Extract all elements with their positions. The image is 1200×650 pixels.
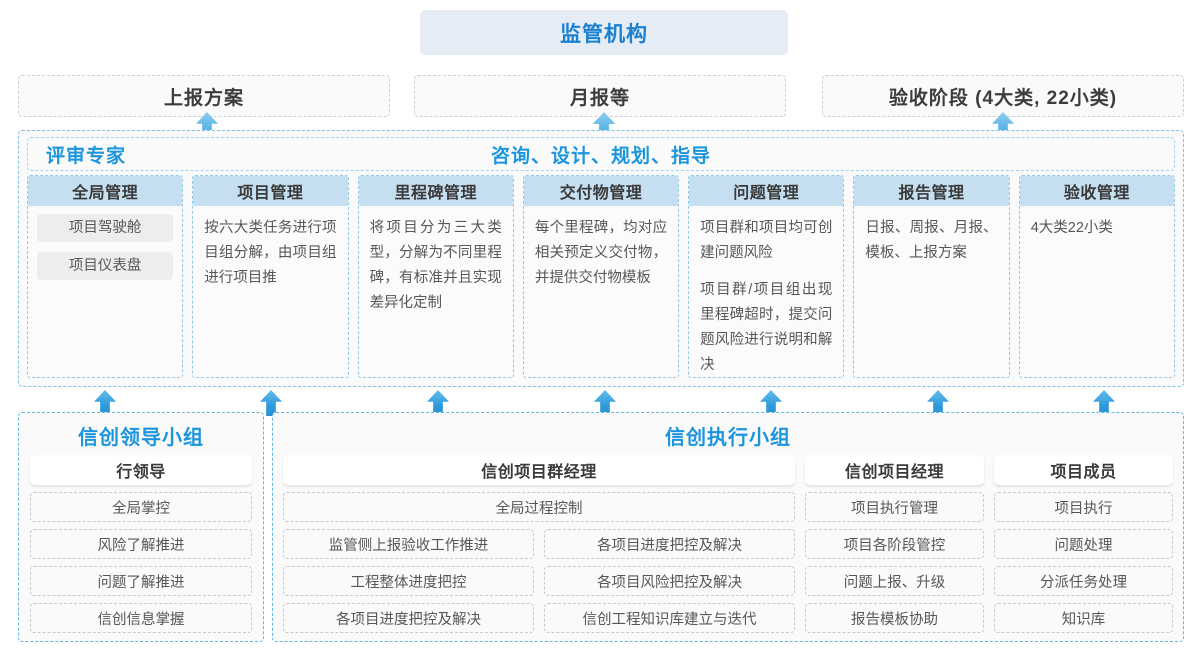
column-paragraph: 日报、周报、月报、模板、上报方案 bbox=[865, 220, 998, 261]
task-item[interactable]: 信创信息掌握 bbox=[30, 603, 252, 633]
exec-group-title: 信创执行小组 bbox=[665, 427, 791, 449]
column-body: 项目群和项目均可创建问题风险 项目群/项目组出现里程碑超时，提交问题风险进行说明… bbox=[689, 206, 843, 377]
role-card-project-member[interactable]: 项目成员 bbox=[994, 455, 1173, 485]
task-item[interactable]: 分派任务处理 bbox=[994, 566, 1173, 596]
leader-group-title: 信创领导小组 bbox=[78, 427, 204, 449]
task-item[interactable]: 风险了解推进 bbox=[30, 529, 252, 559]
arrow-up-to-deliverable-management bbox=[594, 390, 616, 416]
column-body: 按六大类任务进行项目组分解，由项目组进行项目推 bbox=[193, 206, 347, 377]
role-card-program-manager[interactable]: 信创项目群经理 bbox=[283, 455, 795, 485]
exec-group: 信创执行小组 信创项目群经理 全局过程控制 监管侧上报验收工作推进 工程整体进度… bbox=[272, 412, 1184, 642]
exec-group-body: 信创项目群经理 全局过程控制 监管侧上报验收工作推进 工程整体进度把控 各项目进… bbox=[283, 455, 1173, 633]
column-body: 项目驾驶舱 项目仪表盘 bbox=[28, 206, 182, 377]
report-label-monthly: 月报等 bbox=[569, 87, 630, 109]
leader-group-body: 行领导 全局掌控 风险了解推进 问题了解推进 信创信息掌握 bbox=[30, 455, 252, 633]
program-manager-column: 信创项目群经理 全局过程控制 监管侧上报验收工作推进 工程整体进度把控 各项目进… bbox=[283, 455, 795, 633]
column-title: 验收管理 bbox=[1019, 176, 1174, 206]
arrow-up-to-global-management bbox=[94, 390, 116, 416]
task-item[interactable]: 项目执行 bbox=[994, 492, 1173, 522]
column-milestone-management[interactable]: 里程碑管理 将项目分为三大类型，分解为不同里程碑，有标准并且实现差异化定制 bbox=[357, 175, 514, 378]
column-title: 报告管理 bbox=[854, 176, 1009, 206]
arrow-up-to-milestone-management bbox=[427, 390, 449, 416]
project-member-column: 项目成员 项目执行 问题处理 分派任务处理 知识库 bbox=[994, 455, 1173, 633]
column-paragraph: 将项目分为三大类型，分解为不同里程碑，有标准并且实现差异化定制 bbox=[369, 220, 502, 311]
arrow-up-to-issue-management bbox=[760, 390, 782, 416]
task-item[interactable]: 问题上报、升级 bbox=[805, 566, 984, 596]
task-item[interactable]: 监管侧上报验收工作推进 bbox=[283, 529, 534, 559]
band-center-label: 咨询、设计、规划、指导 bbox=[490, 145, 711, 167]
report-box-acceptance: 验收阶段 (4大类, 22小类) bbox=[822, 75, 1184, 117]
column-body: 将项目分为三大类型，分解为不同里程碑，有标准并且实现差异化定制 bbox=[359, 206, 513, 377]
column-body: 4大类22小类 bbox=[1020, 206, 1174, 377]
column-title: 问题管理 bbox=[689, 176, 844, 206]
task-item[interactable]: 问题处理 bbox=[994, 529, 1173, 559]
column-title: 里程碑管理 bbox=[358, 176, 513, 206]
report-box-monthly: 月报等 bbox=[414, 75, 786, 117]
column-paragraph: 项目群/项目组出现里程碑超时，提交问题风险进行说明和解决 bbox=[700, 281, 833, 373]
column-title: 全局管理 bbox=[28, 176, 183, 206]
task-item[interactable]: 各项目进度把控及解决 bbox=[283, 603, 534, 633]
leader-group: 信创领导小组 行领导 全局掌控 风险了解推进 问题了解推进 信创信息掌握 bbox=[18, 412, 264, 642]
column-project-management[interactable]: 项目管理 按六大类任务进行项目组分解，由项目组进行项目推 bbox=[192, 175, 349, 378]
program-manager-task-grid: 监管侧上报验收工作推进 工程整体进度把控 各项目进度把控及解决 各项目进度把控及… bbox=[283, 529, 795, 633]
column-issue-management[interactable]: 问题管理 项目群和项目均可创建问题风险 项目群/项目组出现里程碑超时，提交问题风… bbox=[688, 175, 845, 378]
management-columns: 全局管理 项目驾驶舱 项目仪表盘 项目管理 按六大类任务进行项目组分解，由项目组… bbox=[27, 175, 1175, 378]
regulator-box: 监管机构 bbox=[420, 10, 788, 55]
column-body: 每个里程碑，均对应相关预定义交付物，并提供交付物模板 bbox=[524, 206, 678, 377]
task-item-global-process-control[interactable]: 全局过程控制 bbox=[283, 492, 795, 522]
column-report-management[interactable]: 报告管理 日报、周报、月报、模板、上报方案 bbox=[853, 175, 1010, 378]
column-paragraph: 每个里程碑，均对应相关预定义交付物，并提供交付物模板 bbox=[534, 220, 668, 286]
band-left-label: 评审专家 bbox=[46, 145, 127, 167]
column-acceptance-management[interactable]: 验收管理 4大类22小类 bbox=[1018, 175, 1175, 378]
project-manager-column: 信创项目经理 项目执行管理 项目各阶段管控 问题上报、升级 报告模板协助 bbox=[805, 455, 984, 633]
arrow-up-to-report-management bbox=[927, 390, 949, 416]
column-title: 项目管理 bbox=[193, 176, 348, 206]
task-item[interactable]: 各项目进度把控及解决 bbox=[544, 529, 795, 559]
task-item[interactable]: 问题了解推进 bbox=[30, 566, 252, 596]
band-header: 评审专家 咨询、设计、规划、指导 bbox=[27, 137, 1175, 171]
program-manager-tasks-left: 监管侧上报验收工作推进 工程整体进度把控 各项目进度把控及解决 bbox=[283, 529, 534, 633]
column-pill[interactable]: 项目仪表盘 bbox=[37, 252, 174, 280]
task-item[interactable]: 信创工程知识库建立与迭代 bbox=[544, 603, 795, 633]
task-item[interactable]: 知识库 bbox=[994, 603, 1173, 633]
column-paragraph: 4大类22小类 bbox=[1030, 220, 1113, 236]
role-card-bank-leader[interactable]: 行领导 bbox=[30, 455, 252, 485]
column-paragraph: 项目群和项目均可创建问题风险 bbox=[700, 220, 833, 261]
report-label-acceptance: 验收阶段 (4大类, 22小类) bbox=[888, 87, 1118, 109]
arrow-up-to-acceptance-management bbox=[1093, 390, 1115, 416]
column-body: 日报、周报、月报、模板、上报方案 bbox=[854, 206, 1008, 377]
task-item[interactable]: 全局掌控 bbox=[30, 492, 252, 522]
task-item[interactable]: 工程整体进度把控 bbox=[283, 566, 534, 596]
column-global-management[interactable]: 全局管理 项目驾驶舱 项目仪表盘 bbox=[27, 175, 184, 378]
column-deliverable-management[interactable]: 交付物管理 每个里程碑，均对应相关预定义交付物，并提供交付物模板 bbox=[522, 175, 680, 378]
column-title: 交付物管理 bbox=[523, 176, 679, 206]
task-item[interactable]: 各项目风险把控及解决 bbox=[544, 566, 795, 596]
arrow-up-to-project-management bbox=[260, 390, 282, 416]
column-paragraph: 按六大类任务进行项目组分解，由项目组进行项目推 bbox=[204, 220, 337, 286]
task-item[interactable]: 项目各阶段管控 bbox=[805, 529, 984, 559]
platform-band: 评审专家 咨询、设计、规划、指导 全局管理 项目驾驶舱 项目仪表盘 项目管理 按… bbox=[18, 130, 1184, 387]
program-manager-tasks-right: 各项目进度把控及解决 各项目风险把控及解决 信创工程知识库建立与迭代 bbox=[544, 529, 795, 633]
report-label-plan: 上报方案 bbox=[163, 87, 244, 109]
task-item[interactable]: 项目执行管理 bbox=[805, 492, 984, 522]
regulator-label: 监管机构 bbox=[560, 22, 648, 46]
report-box-plan: 上报方案 bbox=[18, 75, 390, 117]
column-pill[interactable]: 项目驾驶舱 bbox=[37, 214, 174, 242]
task-item[interactable]: 报告模板协助 bbox=[805, 603, 984, 633]
role-card-project-manager[interactable]: 信创项目经理 bbox=[805, 455, 984, 485]
